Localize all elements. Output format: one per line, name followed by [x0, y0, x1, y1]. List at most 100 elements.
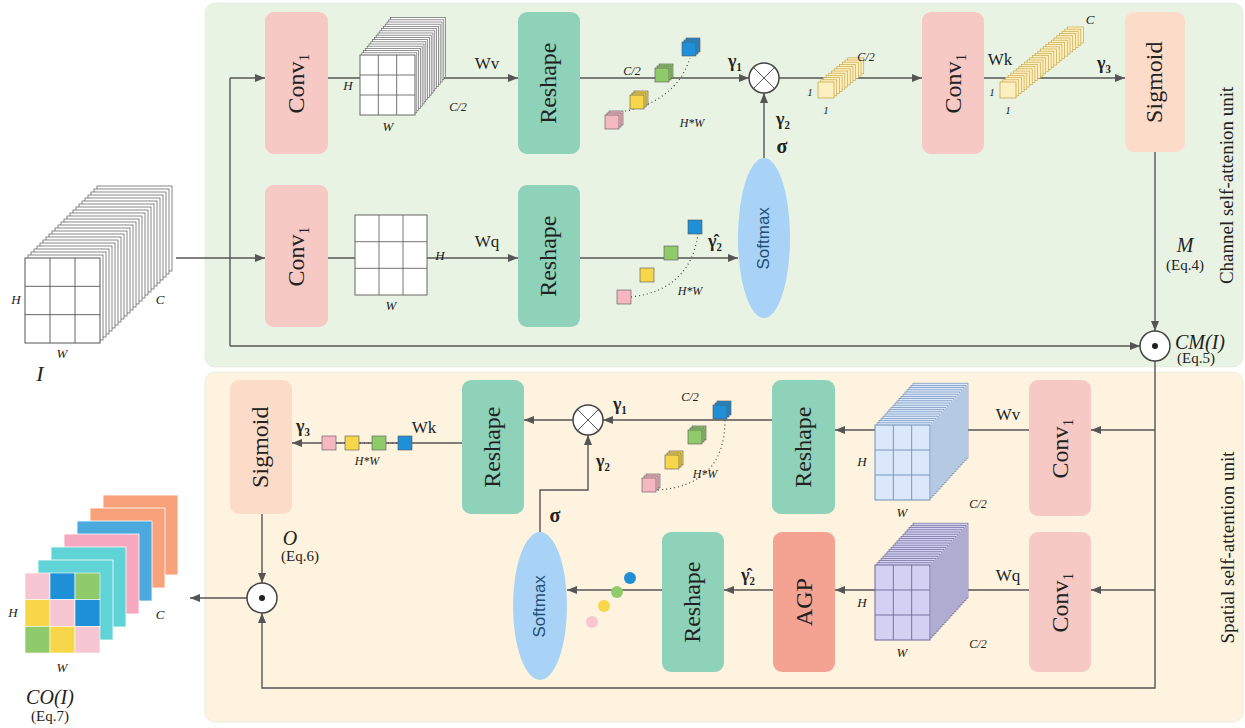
dotted-curve: [621, 58, 690, 112]
node-text: Conv₁: [1047, 418, 1073, 478]
output-cell: [25, 600, 50, 627]
flow-line: [261, 514, 262, 583]
output-cell: [75, 600, 100, 627]
annotation-label: H: [857, 455, 866, 469]
grid-line: [396, 55, 397, 115]
annotation-label: W: [57, 661, 68, 675]
annotation-label: γ₃: [1097, 54, 1111, 74]
cubelet: [642, 478, 656, 492]
annotation-label: W: [897, 646, 908, 660]
flow-line: [190, 597, 247, 598]
annotation-label: H*W: [355, 455, 380, 468]
conv-box: Conv₁: [1029, 380, 1091, 516]
sheet: [1000, 82, 1016, 98]
edge-label: Wq: [475, 233, 500, 252]
feature-map: [360, 55, 415, 115]
grid-line: [379, 215, 380, 295]
annotation-label: C: [1086, 13, 1095, 27]
hadamard-symbol: [247, 583, 277, 613]
flow-line: [176, 257, 230, 258]
annotation-label: H: [857, 596, 866, 610]
output-sheet: [51, 547, 126, 627]
pooled-dot: [598, 600, 610, 612]
cell: [345, 436, 359, 450]
band-ground: [205, 372, 1243, 722]
annotation-label: σ: [550, 504, 561, 526]
annotation-label: H: [8, 606, 17, 620]
output-cell: [50, 626, 75, 653]
flow-line: [540, 435, 588, 532]
output-cell: [75, 626, 100, 653]
multiply-symbol: [749, 63, 779, 93]
grid-line: [875, 615, 930, 616]
feature-map: [355, 215, 427, 295]
grid-line: [893, 565, 894, 640]
reshape-box: Reshape: [662, 532, 724, 672]
multiply-stroke: [753, 67, 774, 88]
cell: [617, 290, 631, 304]
node-text: Conv₁: [283, 53, 309, 113]
cell: [322, 436, 336, 450]
sheet: [818, 82, 834, 98]
annotation-label: H: [435, 249, 444, 263]
flow-line: [763, 93, 764, 158]
conv-box: Conv₁: [1029, 532, 1091, 672]
edge-label: Wq: [996, 567, 1021, 586]
annotation-label: W: [57, 347, 68, 361]
cell: [398, 436, 412, 450]
grid-line: [875, 450, 930, 451]
reshape-box: Reshape: [518, 185, 580, 327]
annotation-label: γ₂: [596, 452, 610, 472]
node-text: Reshape: [680, 561, 706, 642]
edge-label: Wk: [412, 419, 437, 438]
flow-line: [1154, 152, 1155, 331]
multiply-stroke: [577, 409, 598, 430]
grid-line: [355, 241, 427, 242]
node-text: Spatial self-attention unit: [1218, 451, 1239, 643]
grid-line: [25, 314, 100, 315]
grid-line: [875, 590, 930, 591]
flow-line: [1091, 589, 1155, 590]
annotation-label: (Eq.7): [31, 708, 69, 725]
reshape-box: Reshape: [462, 380, 524, 514]
ellipse-shape: [738, 158, 790, 318]
flow-line: [230, 345, 1140, 346]
annotation-label: 1: [807, 86, 813, 98]
cell: [640, 268, 654, 282]
annotation-label: 1: [823, 104, 829, 116]
annotation-label: H*W: [693, 468, 718, 481]
connector: [724, 589, 773, 590]
reshape-box: Reshape: [772, 380, 835, 514]
node-text: Softmax: [755, 207, 774, 269]
grid-line: [403, 215, 404, 295]
band-ground: [205, 3, 1243, 367]
conv-box: Conv₁: [265, 185, 328, 327]
annotation-label: σ: [777, 135, 788, 157]
agp-box: AGP: [773, 532, 835, 672]
annotation-label: H: [11, 293, 20, 307]
hadamard-dot: [259, 595, 265, 601]
edge-label: Wv: [996, 406, 1021, 425]
annotation-label: H*W: [680, 117, 705, 130]
flow-line: [1091, 429, 1155, 430]
node-text: Conv₁: [940, 53, 966, 113]
pooled-dot: [611, 586, 623, 598]
feature-map: [25, 258, 100, 343]
cell: [688, 220, 702, 234]
feature-map: [875, 425, 930, 500]
grid-line: [360, 95, 415, 96]
flow-line: [603, 419, 772, 420]
annotation-label: γ₁: [728, 52, 742, 72]
edge-label: γ̂₂: [741, 566, 755, 586]
grid-line: [911, 565, 912, 640]
flow-line: [230, 77, 265, 78]
cubelet: [605, 115, 619, 129]
cubelet: [688, 430, 702, 444]
sigmoid-box: Sigmoid: [1125, 12, 1185, 152]
annotation-label: H: [343, 79, 352, 93]
grid-line: [378, 55, 379, 115]
multiply-symbol: [573, 405, 603, 435]
annotation-label: M: [1177, 234, 1194, 256]
annotation-label: C/2: [857, 51, 874, 64]
cubelet: [630, 95, 644, 109]
